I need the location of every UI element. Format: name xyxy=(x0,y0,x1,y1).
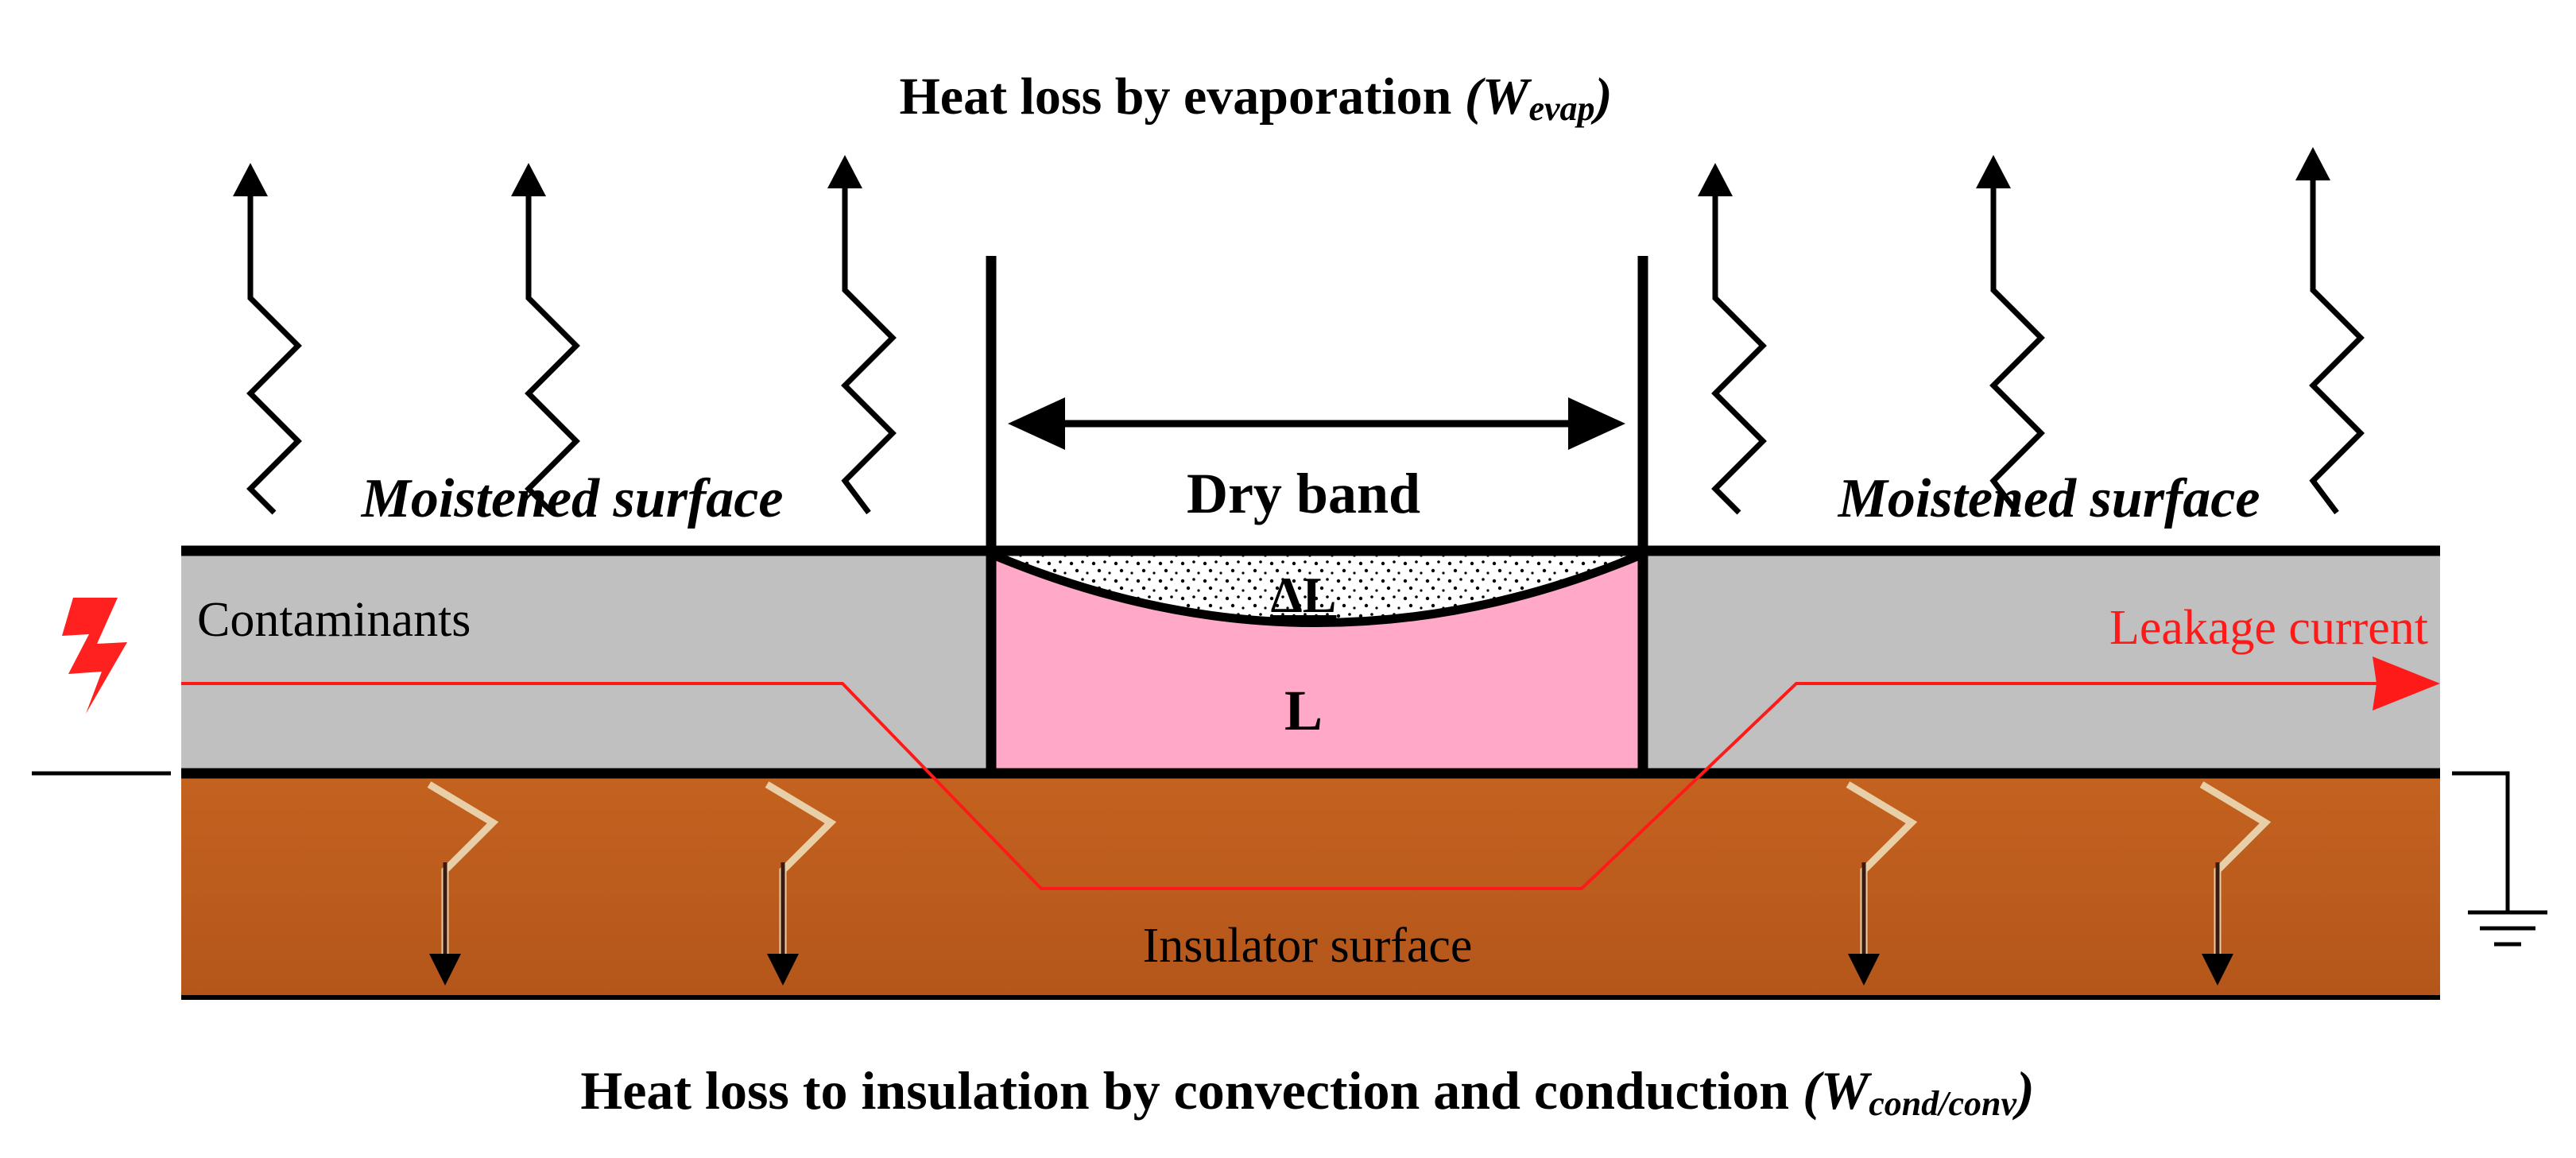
insulator-layer xyxy=(181,773,2440,997)
arrow-down-icon xyxy=(2199,781,2272,986)
lightning-icon xyxy=(62,598,127,714)
arrow-up-icon xyxy=(827,155,897,515)
title-bottom: Heat loss to insulation by convection an… xyxy=(580,1060,2034,1123)
ground-icon xyxy=(2452,771,2547,947)
label-insulator-surface: Insulator surface xyxy=(1143,919,1473,973)
arrow-up-icon xyxy=(511,163,580,515)
label-contaminants: Contaminants xyxy=(197,593,471,647)
title-top: Heat loss by evaporation (Wevap) xyxy=(899,68,1612,128)
label-dry-band: Dry band xyxy=(1187,462,1420,525)
label-l: L xyxy=(1284,679,1323,742)
double-arrow-icon xyxy=(1008,397,1625,450)
arrow-down-icon xyxy=(765,781,837,986)
arrow-down-icon xyxy=(1846,781,1918,986)
conduction-arrows xyxy=(427,781,2272,986)
arrow-up-icon xyxy=(2295,147,2365,515)
arrow-down-icon xyxy=(427,781,499,986)
label-leakage-current: Leakage current xyxy=(2109,601,2428,655)
leakage-arrow-head xyxy=(2373,656,2440,711)
arrow-up-icon xyxy=(233,163,302,515)
arrow-up-icon xyxy=(1698,163,1767,515)
evaporation-arrows xyxy=(233,147,2365,515)
label-moistened-left: Moistened surface xyxy=(361,468,784,529)
label-moistened-right: Moistened surface xyxy=(1838,468,2260,529)
dry-band-curve xyxy=(989,549,1645,627)
label-delta-l: ΔL xyxy=(1271,567,1337,623)
leakage-current-path xyxy=(181,682,2377,890)
arrow-up-icon xyxy=(1976,155,2045,515)
